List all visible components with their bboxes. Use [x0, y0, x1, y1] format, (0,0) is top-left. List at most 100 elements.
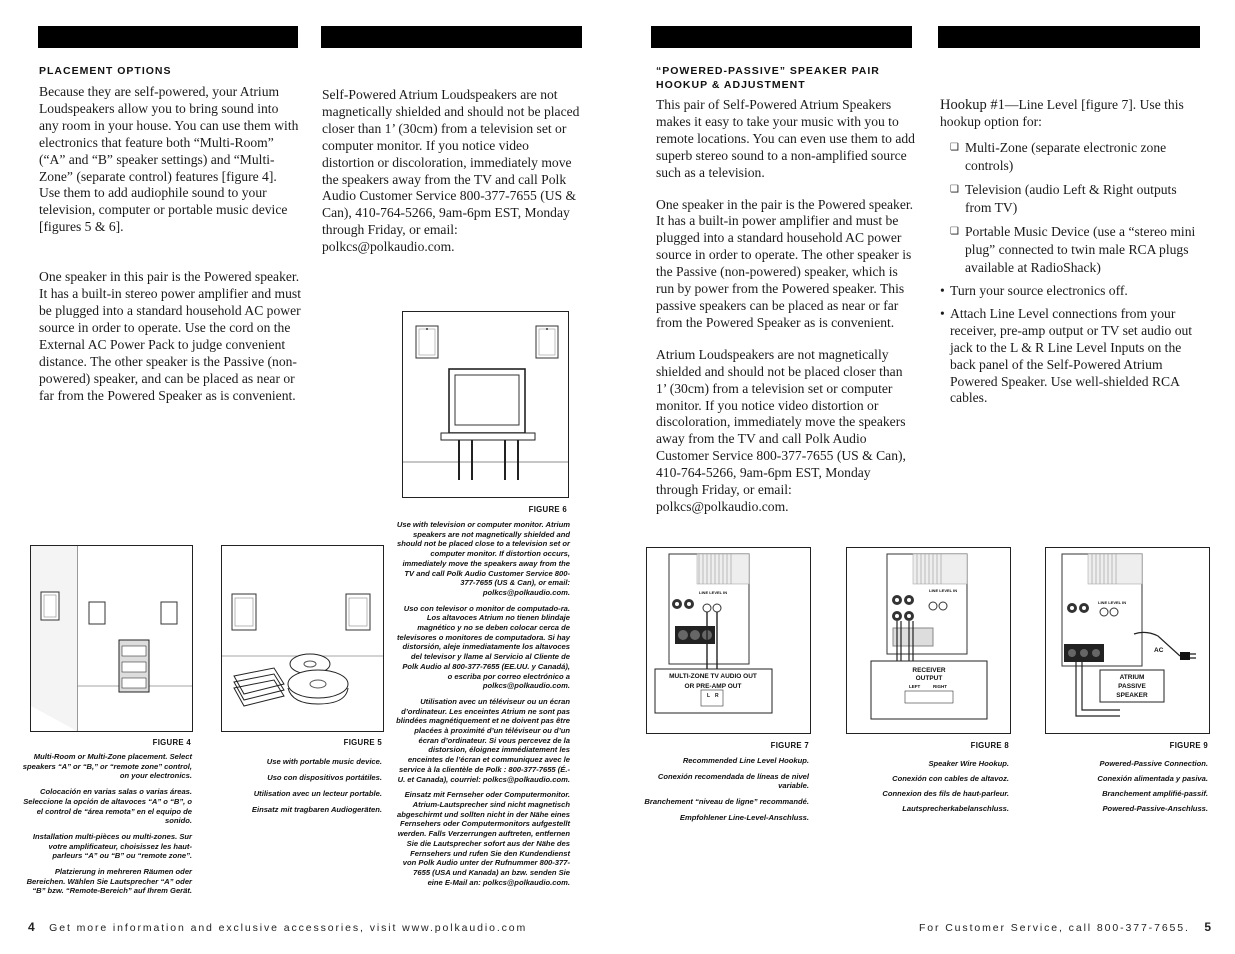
figure-7-illustration: LINE LEVEL IN MULTI-ZONE TV AUDIO OUT OR… — [646, 547, 811, 734]
footer-text-right: For Customer Service, call 800-377-7655. — [918, 922, 1190, 934]
bullet-icon: • — [940, 283, 945, 298]
right-channel-label: R — [715, 693, 719, 699]
fig9-box-line3: SPEAKER — [1116, 692, 1148, 699]
powered-passive-diagram: LINE LEVEL IN AC ATRIUM PASSIVE SPEAKER — [1061, 553, 1196, 717]
caption-en: Multi-Room or Multi-Zone placement. Sele… — [22, 752, 192, 781]
line-level-label: LINE LEVEL IN — [699, 590, 727, 595]
heading-line: HOOKUP & ADJUSTMENT — [656, 79, 806, 91]
header-bar-3 — [651, 26, 912, 48]
header-bar-4 — [938, 26, 1200, 48]
figure-6-illustration — [402, 311, 569, 498]
page-number-5: 5 — [1204, 920, 1211, 934]
caption-fr: Installation multi-pièces ou multi-zones… — [32, 831, 192, 861]
fig9-box-line1: ATRIUM — [1120, 674, 1145, 681]
line-level-label: LINE LEVEL IN — [1098, 600, 1126, 605]
right-output-label: RIGHT — [933, 684, 947, 689]
figure-5-caption: Use with portable music device. Uso con … — [221, 754, 382, 818]
bullet-item: •Turn your source electronics off. — [940, 283, 1128, 298]
caption-es: Conexión recomendada de líneas de nivel … — [657, 771, 809, 791]
fig7-box-line1: MULTI-ZONE TV AUDIO OUT — [669, 673, 757, 680]
list-item: ❑Multi-Zone (separate electronic zone co… — [950, 140, 1167, 173]
list-item: ❑Portable Music Device (use a “stereo mi… — [950, 224, 1196, 275]
caption-fr: Utilisation avec un téléviseur ou un écr… — [396, 696, 570, 784]
caption-fr: Utilisation avec un lecteur portable. — [253, 789, 382, 798]
figure-8-illustration: LINE LEVEL IN RECEIVER OUTPUT LEFT RIGHT — [846, 547, 1011, 734]
left-footer: 4 Get more information and exclusive acc… — [28, 920, 527, 934]
line-level-hookup-diagram: LINE LEVEL IN MULTI-ZONE TV AUDIO OUT OR… — [654, 553, 773, 714]
checkbox-icon: ❑ — [950, 184, 959, 195]
figure-7-label: FIGURE 7 — [770, 741, 809, 750]
checkbox-icon: ❑ — [950, 142, 959, 153]
caption-de: Empfohlener Line-Level-Anschluss. — [679, 812, 809, 822]
paragraph: Atrium Loudspeakers are not magnetically… — [656, 346, 906, 514]
line-level-label: LINE LEVEL IN — [929, 588, 957, 593]
speaker-wire-hookup-diagram: LINE LEVEL IN RECEIVER OUTPUT LEFT RIGHT — [870, 553, 988, 720]
portable-device-illustration — [222, 593, 383, 707]
multi-room-illustration — [31, 546, 192, 731]
caption-es: Uso con televisor o monitor de computado… — [396, 603, 570, 691]
fig8-box-line2: OUTPUT — [916, 675, 943, 682]
fig9-box-line2: PASSIVE — [1118, 683, 1146, 690]
figure-4-illustration — [30, 545, 193, 732]
powered-passive-heading: “POWERED-PASSIVE” SPEAKER PAIR HOOKUP & … — [656, 64, 880, 92]
hookup-intro: Hookup #1—Line Level [figure 7]. Use thi… — [940, 97, 1202, 131]
figure-9-illustration: LINE LEVEL IN AC ATRIUM PASSIVE SPEAKER — [1045, 547, 1210, 734]
figure-5-label: FIGURE 5 — [343, 738, 382, 747]
caption-fr: Connexion des fils de haut-parleur. — [882, 789, 1009, 798]
list-item: ❑Television (audio Left & Right outputs … — [950, 182, 1177, 215]
caption-es: Conexión con cables de altavoz. — [892, 774, 1009, 783]
figure-8-label: FIGURE 8 — [970, 741, 1009, 750]
caption-en: Recommended Line Level Hookup. — [682, 756, 809, 765]
paragraph: Self-Powered Atrium Loudspeakers are not… — [322, 87, 580, 255]
caption-es: Conexión alimentada y pasiva. — [1097, 774, 1208, 783]
placement-heading: PLACEMENT OPTIONS — [39, 65, 172, 77]
caption-de: Platzierung in mehreren Räumen oder Bere… — [26, 867, 192, 896]
paragraph: One speaker in this pair is the Powered … — [39, 269, 301, 403]
figure-7-caption: Recommended Line Level Hookup. Conexión … — [636, 756, 809, 829]
fig7-box-line2: OR PRE-AMP OUT — [685, 683, 742, 690]
figure-8-caption: Speaker Wire Hookup. Conexión con cables… — [846, 756, 1009, 816]
footer-text-left: Get more information and exclusive acces… — [49, 922, 528, 934]
figure-9-label: FIGURE 9 — [1169, 741, 1208, 750]
caption-fr: Branchement amplifié-passif. — [1102, 789, 1208, 798]
caption-en: Powered-Passive Connection. — [1099, 759, 1208, 768]
left-output-label: LEFT — [909, 684, 920, 689]
hookup-title: Hookup #1 — [940, 97, 1005, 113]
caption-es: Colocación en varias salas o varias área… — [23, 787, 192, 826]
caption-en: Use with portable music device. — [266, 757, 382, 766]
bullet-item: •Attach Line Level connections from your… — [940, 305, 1193, 406]
hookup-rest: —Line Level [figure 7]. Use this hookup … — [940, 97, 1184, 129]
right-col1-text: This pair of Self-Powered Atrium Speaker… — [656, 97, 916, 532]
checkbox-icon: ❑ — [950, 226, 959, 237]
left-col1-text: Because they are self-powered, your Atri… — [39, 84, 301, 420]
caption-de: Einsatz mit Fernseher oder Computermonit… — [396, 790, 570, 887]
heading-line: “POWERED-PASSIVE” SPEAKER PAIR — [656, 65, 880, 77]
left-channel-label: L — [707, 693, 710, 699]
caption-de: Lautsprecherkabelanschluss. — [902, 804, 1009, 813]
header-bar-2 — [321, 26, 582, 48]
ac-label: AC — [1154, 647, 1164, 654]
figure-9-caption: Powered-Passive Connection. Conexión ali… — [1045, 756, 1208, 816]
paragraph: One speaker in the pair is the Powered s… — [656, 196, 914, 330]
caption-es: Uso con dispositivos portátiles. — [267, 773, 382, 782]
header-bar-1 — [38, 26, 298, 48]
caption-en: Use with television or computer monitor.… — [396, 520, 570, 597]
paragraph: This pair of Self-Powered Atrium Speaker… — [656, 97, 915, 180]
figure-6-label: FIGURE 6 — [528, 505, 567, 514]
figure-4-label: FIGURE 4 — [152, 738, 191, 747]
bullet-icon: • — [940, 305, 945, 321]
left-col2-text: Self-Powered Atrium Loudspeakers are not… — [322, 87, 584, 272]
caption-de: Einsatz mit tragbaren Audiogeräten. — [251, 805, 382, 814]
figure-4-caption: Multi-Room or Multi-Zone placement. Sele… — [22, 752, 192, 902]
caption-en: Speaker Wire Hookup. — [928, 759, 1009, 768]
caption-fr: Branchement “niveau de ligne” recommandé… — [644, 797, 809, 807]
tv-stand-illustration — [403, 325, 568, 480]
figure-5-illustration — [221, 545, 384, 732]
fig8-box-line1: RECEIVER — [912, 667, 946, 674]
right-footer: For Customer Service, call 800-377-7655.… — [919, 920, 1211, 934]
page-number-4: 4 — [28, 920, 35, 934]
paragraph: Because they are self-powered, your Atri… — [39, 84, 299, 235]
caption-de: Powered-Passive-Anschluss. — [1102, 804, 1208, 813]
figure-6-caption: Use with television or computer monitor.… — [396, 520, 570, 893]
hookup-bullets: •Turn your source electronics off. •Atta… — [940, 283, 1202, 407]
